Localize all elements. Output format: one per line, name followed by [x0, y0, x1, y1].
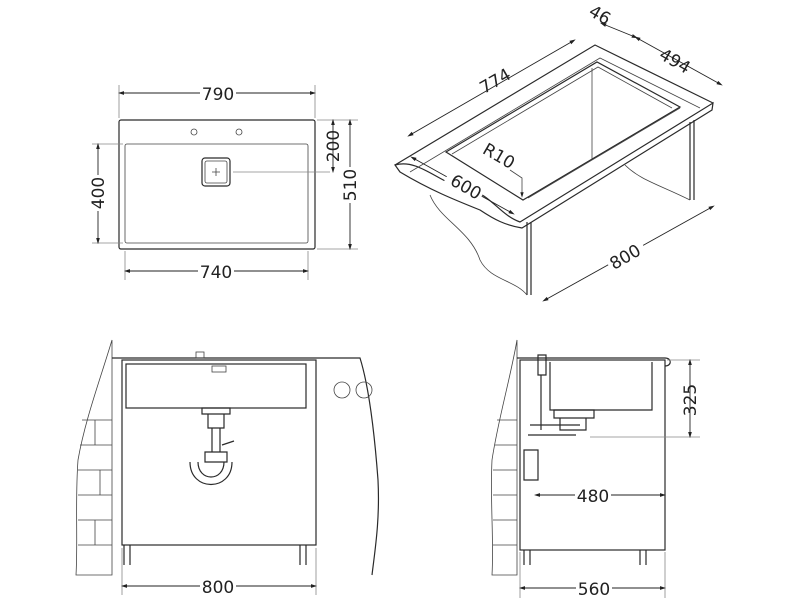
dim-494: 494 — [655, 45, 693, 79]
bowl — [125, 363, 307, 409]
tap-hole-stub — [195, 351, 205, 359]
cabinet-side — [519, 359, 666, 551]
overflow — [211, 365, 227, 373]
bowl-outline — [124, 143, 309, 244]
isometric-view: 774 46 494 600 R10 800 — [394, 2, 723, 302]
drain-icon — [201, 157, 231, 187]
dim-46: 46 — [585, 2, 614, 30]
dim-560: 560 — [578, 580, 610, 600]
dim-r10: R10 — [479, 140, 518, 174]
tap-hole — [235, 128, 243, 136]
dim-510: 510 — [341, 169, 361, 201]
bowl-side — [549, 362, 653, 411]
tap-hole — [190, 128, 198, 136]
worktop — [394, 101, 714, 229]
side-view: 325 480 560 — [491, 339, 701, 600]
sink-outline — [118, 119, 316, 250]
dim-400: 400 — [89, 177, 109, 209]
dim-800-front: 800 — [202, 578, 234, 598]
hole — [333, 381, 351, 399]
dim-740: 740 — [200, 263, 232, 283]
dim-325: 325 — [681, 384, 701, 416]
cabinet-side — [526, 120, 695, 295]
hole — [355, 381, 373, 399]
dim-790: 790 — [202, 85, 234, 105]
dim-480: 480 — [577, 487, 609, 507]
cabinet — [121, 359, 317, 546]
dim-200: 200 — [324, 130, 344, 162]
top-view: 790 740 400 200 510 — [89, 84, 361, 283]
front-view: 800 — [75, 339, 380, 598]
